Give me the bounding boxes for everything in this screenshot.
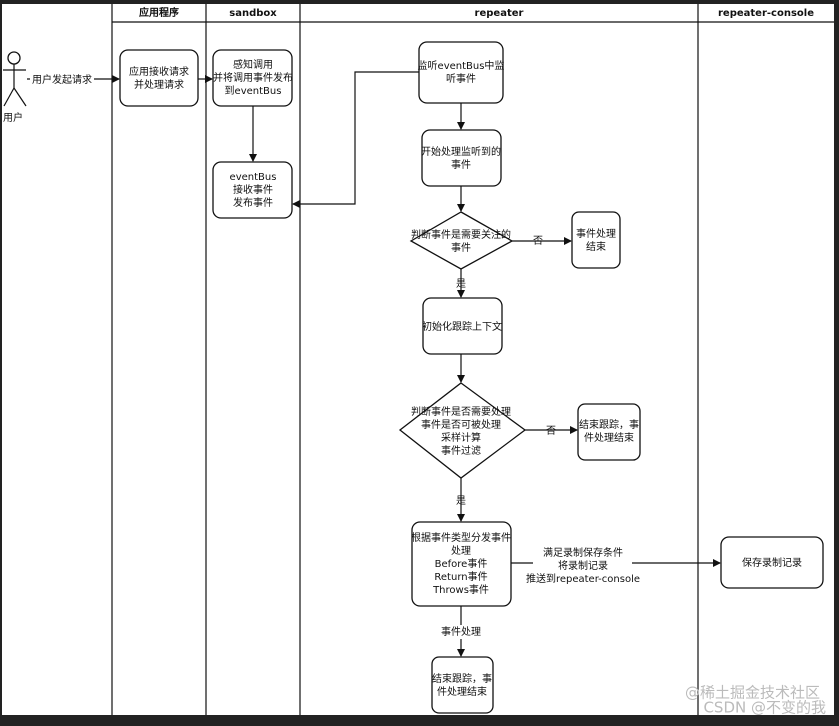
svg-text:并处理请求: 并处理请求 <box>134 78 184 91</box>
svg-text:开始处理监听到的: 开始处理监听到的 <box>421 145 501 158</box>
edge-label-push-1: 满足录制保存条件 <box>543 546 623 559</box>
svg-text:监听eventBus中监: 监听eventBus中监 <box>418 59 505 72</box>
lane-grid <box>111 4 834 715</box>
svg-text:Before事件: Before事件 <box>435 557 488 570</box>
node-app-receive: 应用接收请求 并处理请求 <box>119 49 199 107</box>
watermark-juejin: @稀土掘金技术社区 <box>685 684 820 702</box>
edge-label-handle: 事件处理 <box>441 625 481 638</box>
lane-header-app: 应用程序 <box>139 6 179 19</box>
svg-text:事件: 事件 <box>451 158 471 171</box>
node-end-handle: 事件处理 结束 <box>571 211 621 269</box>
svg-text:eventBus: eventBus <box>230 172 277 183</box>
svg-text:事件处理: 事件处理 <box>576 227 616 240</box>
svg-text:初始化跟踪上下文: 初始化跟踪上下文 <box>422 320 502 333</box>
svg-text:件处理结束: 件处理结束 <box>584 431 634 444</box>
svg-text:事件: 事件 <box>451 241 471 254</box>
svg-text:结束跟踪，事: 结束跟踪，事 <box>432 672 492 685</box>
svg-text:事件是否可被处理: 事件是否可被处理 <box>421 418 501 431</box>
svg-text:事件过滤: 事件过滤 <box>441 444 481 457</box>
svg-text:并将调用事件发布: 并将调用事件发布 <box>213 71 293 84</box>
svg-text:结束: 结束 <box>586 240 606 253</box>
node-sense-call: 感知调用 并将调用事件发布 到eventBus <box>212 49 293 107</box>
lane-header-console: repeater-console <box>718 8 814 19</box>
decision-process: 判断事件是否需要处理 事件是否可被处理 采样计算 事件过滤 <box>398 382 527 479</box>
edges <box>27 71 721 657</box>
node-listen: 监听eventBus中监 听事件 <box>418 41 505 104</box>
node-end-trace-2: 结束跟踪，事 件处理结束 <box>431 656 494 714</box>
svg-text:应用接收请求: 应用接收请求 <box>129 65 189 78</box>
edge-label-yes2: 是 <box>456 495 466 507</box>
user-actor-icon <box>3 51 27 107</box>
edge-listen-to-bus <box>292 71 419 208</box>
edge-label-push-2: 将录制记录 <box>558 559 608 572</box>
svg-text:处理: 处理 <box>451 545 471 557</box>
canvas <box>2 4 834 715</box>
edge-label-yes1: 是 <box>456 278 466 290</box>
svg-text:采样计算: 采样计算 <box>441 431 481 444</box>
svg-text:Return事件: Return事件 <box>434 570 487 583</box>
svg-text:判断事件是否需要处理: 判断事件是否需要处理 <box>411 405 511 418</box>
edge-label-request: 用户发起请求 <box>32 73 92 86</box>
svg-text:Throws事件: Throws事件 <box>432 583 489 596</box>
lane-header-sandbox: sandbox <box>229 8 277 19</box>
svg-text:听事件: 听事件 <box>446 72 476 85</box>
node-start-handle: 开始处理监听到的 事件 <box>421 129 502 187</box>
actor-label: 用户 <box>3 111 23 124</box>
lane-header-repeater: repeater <box>475 8 524 19</box>
svg-text:结束跟踪，事: 结束跟踪，事 <box>579 418 639 431</box>
node-init-trace: 初始化跟踪上下文 <box>422 297 503 355</box>
svg-text:到eventBus: 到eventBus <box>225 85 282 97</box>
svg-text:保存录制记录: 保存录制记录 <box>742 556 802 569</box>
svg-text:发布事件: 发布事件 <box>233 196 273 209</box>
svg-text:感知调用: 感知调用 <box>233 58 273 71</box>
decision-focus: 判断事件是需要关注的 事件 <box>409 211 514 270</box>
node-dispatch: 根据事件类型分发事件 处理 Before事件 Return事件 Throws事件 <box>411 521 512 607</box>
svg-text:根据事件类型分发事件: 根据事件类型分发事件 <box>411 531 511 544</box>
node-save-record: 保存录制记录 <box>720 536 824 589</box>
node-end-trace-1: 结束跟踪，事 件处理结束 <box>577 403 641 461</box>
node-eventbus: eventBus 接收事件 发布事件 <box>212 161 293 219</box>
svg-text:接收事件: 接收事件 <box>233 183 273 196</box>
svg-text:判断事件是需要关注的: 判断事件是需要关注的 <box>411 228 511 241</box>
edge-label-push-3: 推送到repeater-console <box>526 572 640 585</box>
watermark-csdn: CSDN @不变的我 <box>703 699 826 717</box>
edge-label-no1: 否 <box>533 235 543 247</box>
edge-label-no2: 否 <box>546 425 556 437</box>
svg-text:件处理结束: 件处理结束 <box>437 685 487 698</box>
